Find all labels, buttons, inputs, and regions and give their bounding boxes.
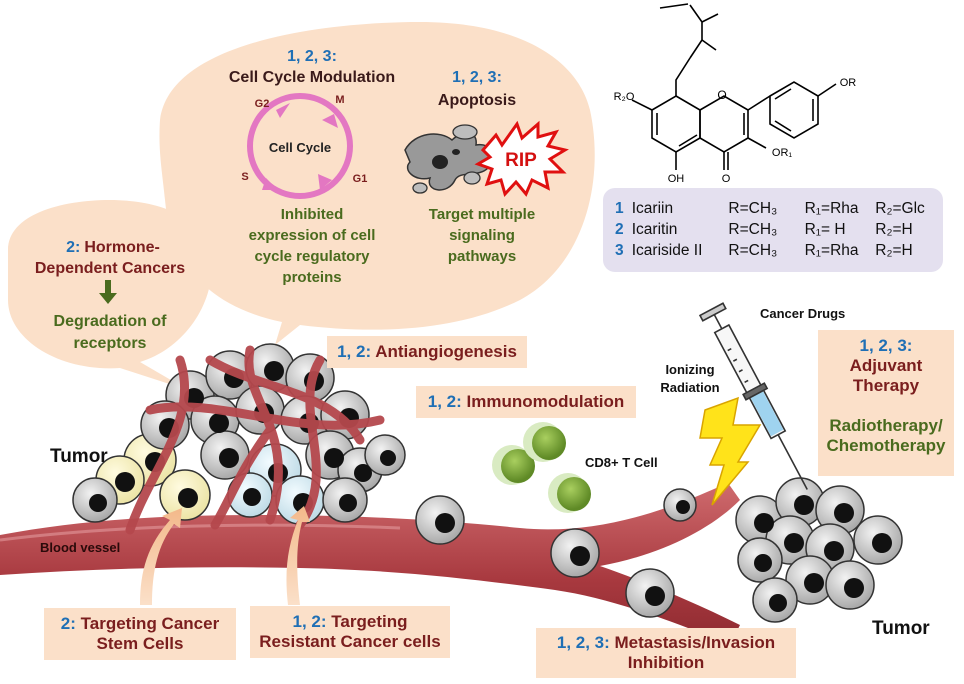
cell-cycle-center-label: Cell Cycle [269, 140, 331, 155]
hormone-effect-line1: Degradation of [54, 313, 168, 330]
resistant-line1: Targeting [331, 612, 408, 631]
apoptotic-cells-icon [404, 124, 495, 194]
lightning-icon [699, 396, 762, 506]
adjuvant-effect-line2: Chemotherapy [826, 436, 946, 455]
legend-r: R=CH₃ [728, 241, 778, 259]
legend-r1: R₁= H [804, 220, 846, 238]
cd8-t-cells [492, 422, 591, 513]
cell-cycle-effect-line3: cycle regulatory [254, 248, 370, 265]
adjuvant-number: 1, 2, 3: [859, 336, 913, 355]
cancer-drugs-label: Cancer Drugs [760, 306, 845, 321]
rip-burst-icon [474, 120, 569, 197]
blood-vessel-label: Blood vessel [40, 540, 120, 555]
rip-label: RIP [505, 150, 537, 171]
adjuvant-effect-line1: Radiotherapy/ [829, 416, 943, 435]
apoptosis-effect-line3: pathways [448, 248, 516, 265]
immunomodulation-box: 1, 2: Immunomodulation [416, 386, 636, 418]
tumor-right-label: Tumor [872, 618, 930, 639]
compound-legend: 1 Icariin R=CH₃ R₁=Rha R₂=Glc 2 Icaritin… [603, 188, 943, 272]
hormone-section: 2:Hormone- Dependent Cancers Degradation… [35, 239, 185, 352]
legend-r: R=CH₃ [728, 220, 778, 238]
adjuvant-title-line2: Therapy [852, 376, 920, 395]
apoptosis-title: Apoptosis [438, 92, 516, 109]
down-arrow-icon [99, 280, 117, 304]
legend-number: 2 [615, 220, 624, 238]
cell-cycle-effect-line1: Inhibited [281, 206, 344, 223]
carbonyl-o-label: O [722, 173, 731, 185]
resistant-cells-box: 1, 2: Targeting Resistant Cancer cells [250, 606, 450, 658]
antiangiogenesis-number: 1, 2: [337, 342, 372, 361]
apoptosis-effect-line2: signaling [449, 227, 515, 244]
cell-cycle-effect-line4: proteins [282, 269, 341, 286]
legend-compound: Icaritin [631, 220, 678, 238]
apoptosis-effect-line1: Target multiple [429, 206, 535, 223]
resistant-line2: Resistant Cancer cells [259, 632, 441, 651]
hormone-title-line1: 2:Hormone- [66, 239, 160, 256]
legend-r1: R₁=Rha [804, 241, 859, 259]
adjuvant-box: 1, 2, 3: Adjuvant Therapy Radiotherapy/ … [818, 330, 954, 476]
immunomodulation-label: Immunomodulation [466, 392, 625, 411]
legend-number: 3 [615, 241, 624, 259]
ionizing-label-line2: Radiation [660, 380, 719, 395]
stem-cells-box: 2: Targeting Cancer Stem Cells [44, 608, 236, 660]
legend-r2: R₂=Glc [875, 199, 925, 217]
ring-oxygen-label: O [717, 88, 726, 102]
resistant-number: 1, 2: [292, 612, 327, 631]
ionizing-label-line1: Ionizing [665, 362, 714, 377]
oh-label: OH [668, 173, 685, 185]
legend-number: 1 [615, 199, 624, 217]
adjuvant-title-line1: Adjuvant [849, 356, 923, 375]
cell-cycle-number: 1, 2, 3: [287, 48, 337, 65]
or-label: OR [840, 77, 857, 89]
hormone-title-line2: Dependent Cancers [35, 260, 185, 277]
metastasis-line1: Metastasis/Invasion [614, 633, 776, 652]
legend-row: 1 Icariin R=CH₃ R₁=Rha R₂=Glc [615, 198, 931, 219]
phase-m-label: M [335, 94, 344, 106]
phase-g2-label: G2 [255, 98, 270, 110]
legend-row: 2 Icaritin R=CH₃ R₁= H R₂=H [615, 219, 931, 240]
stem-cells-line1: Targeting Cancer [80, 614, 220, 633]
left-tumor [72, 343, 406, 535]
metastasis-box: 1, 2, 3: Metastasis/Invasion Inhibition [536, 628, 796, 678]
stem-cells-arrow [140, 508, 182, 605]
cell-cycle-effect-line2: expression of cell [249, 227, 376, 244]
mechanism-bubble [159, 22, 595, 345]
stem-cells-line2: Stem Cells [96, 634, 184, 653]
metastasis-number: 1, 2, 3: [556, 633, 610, 652]
or1-label: OR₁ [772, 147, 793, 159]
immunomodulation-number: 1, 2: [427, 392, 462, 411]
legend-row: 3 Icariside II R=CH₃ R₁=Rha R₂=H [615, 240, 931, 261]
cd8-label: CD8+ T Cell [585, 455, 658, 470]
hormone-effect-line2: receptors [74, 335, 147, 352]
apoptosis-section: 1, 2, 3: Apoptosis RIP Target multiple s… [404, 69, 569, 265]
apoptosis-number: 1, 2, 3: [452, 69, 502, 86]
flavonoid-structure [631, 3, 837, 170]
cell-cycle-title: Cell Cycle Modulation [229, 69, 395, 86]
stem-cells-number: 2: [60, 614, 76, 633]
legend-compound: Icariside II [631, 241, 703, 259]
legend-r2: R₂=H [875, 220, 913, 238]
antiangiogenesis-box: 1, 2: Antiangiogenesis [327, 336, 527, 368]
tumor-left-label: Tumor [50, 446, 108, 467]
legend-compound: Icariin [631, 199, 674, 217]
legend-r1: R₁=Rha [804, 199, 859, 217]
r2o-label: R₂O [614, 91, 635, 103]
blood-vessel [0, 483, 740, 645]
metastasis-line2: Inhibition [627, 653, 705, 672]
phase-s-label: S [241, 171, 248, 183]
phase-g1-label: G1 [353, 173, 368, 185]
cell-cycle-ring-icon [247, 93, 353, 199]
legend-r2: R₂=H [875, 241, 913, 259]
legend-r: R=CH₃ [728, 199, 778, 217]
cell-cycle-section: 1, 2, 3: Cell Cycle Modulation Cell Cycl… [229, 48, 395, 286]
syringe-icon [698, 302, 808, 490]
antiangiogenesis-label: Antiangiogenesis [375, 342, 517, 361]
resistant-cells-arrow [286, 506, 310, 605]
